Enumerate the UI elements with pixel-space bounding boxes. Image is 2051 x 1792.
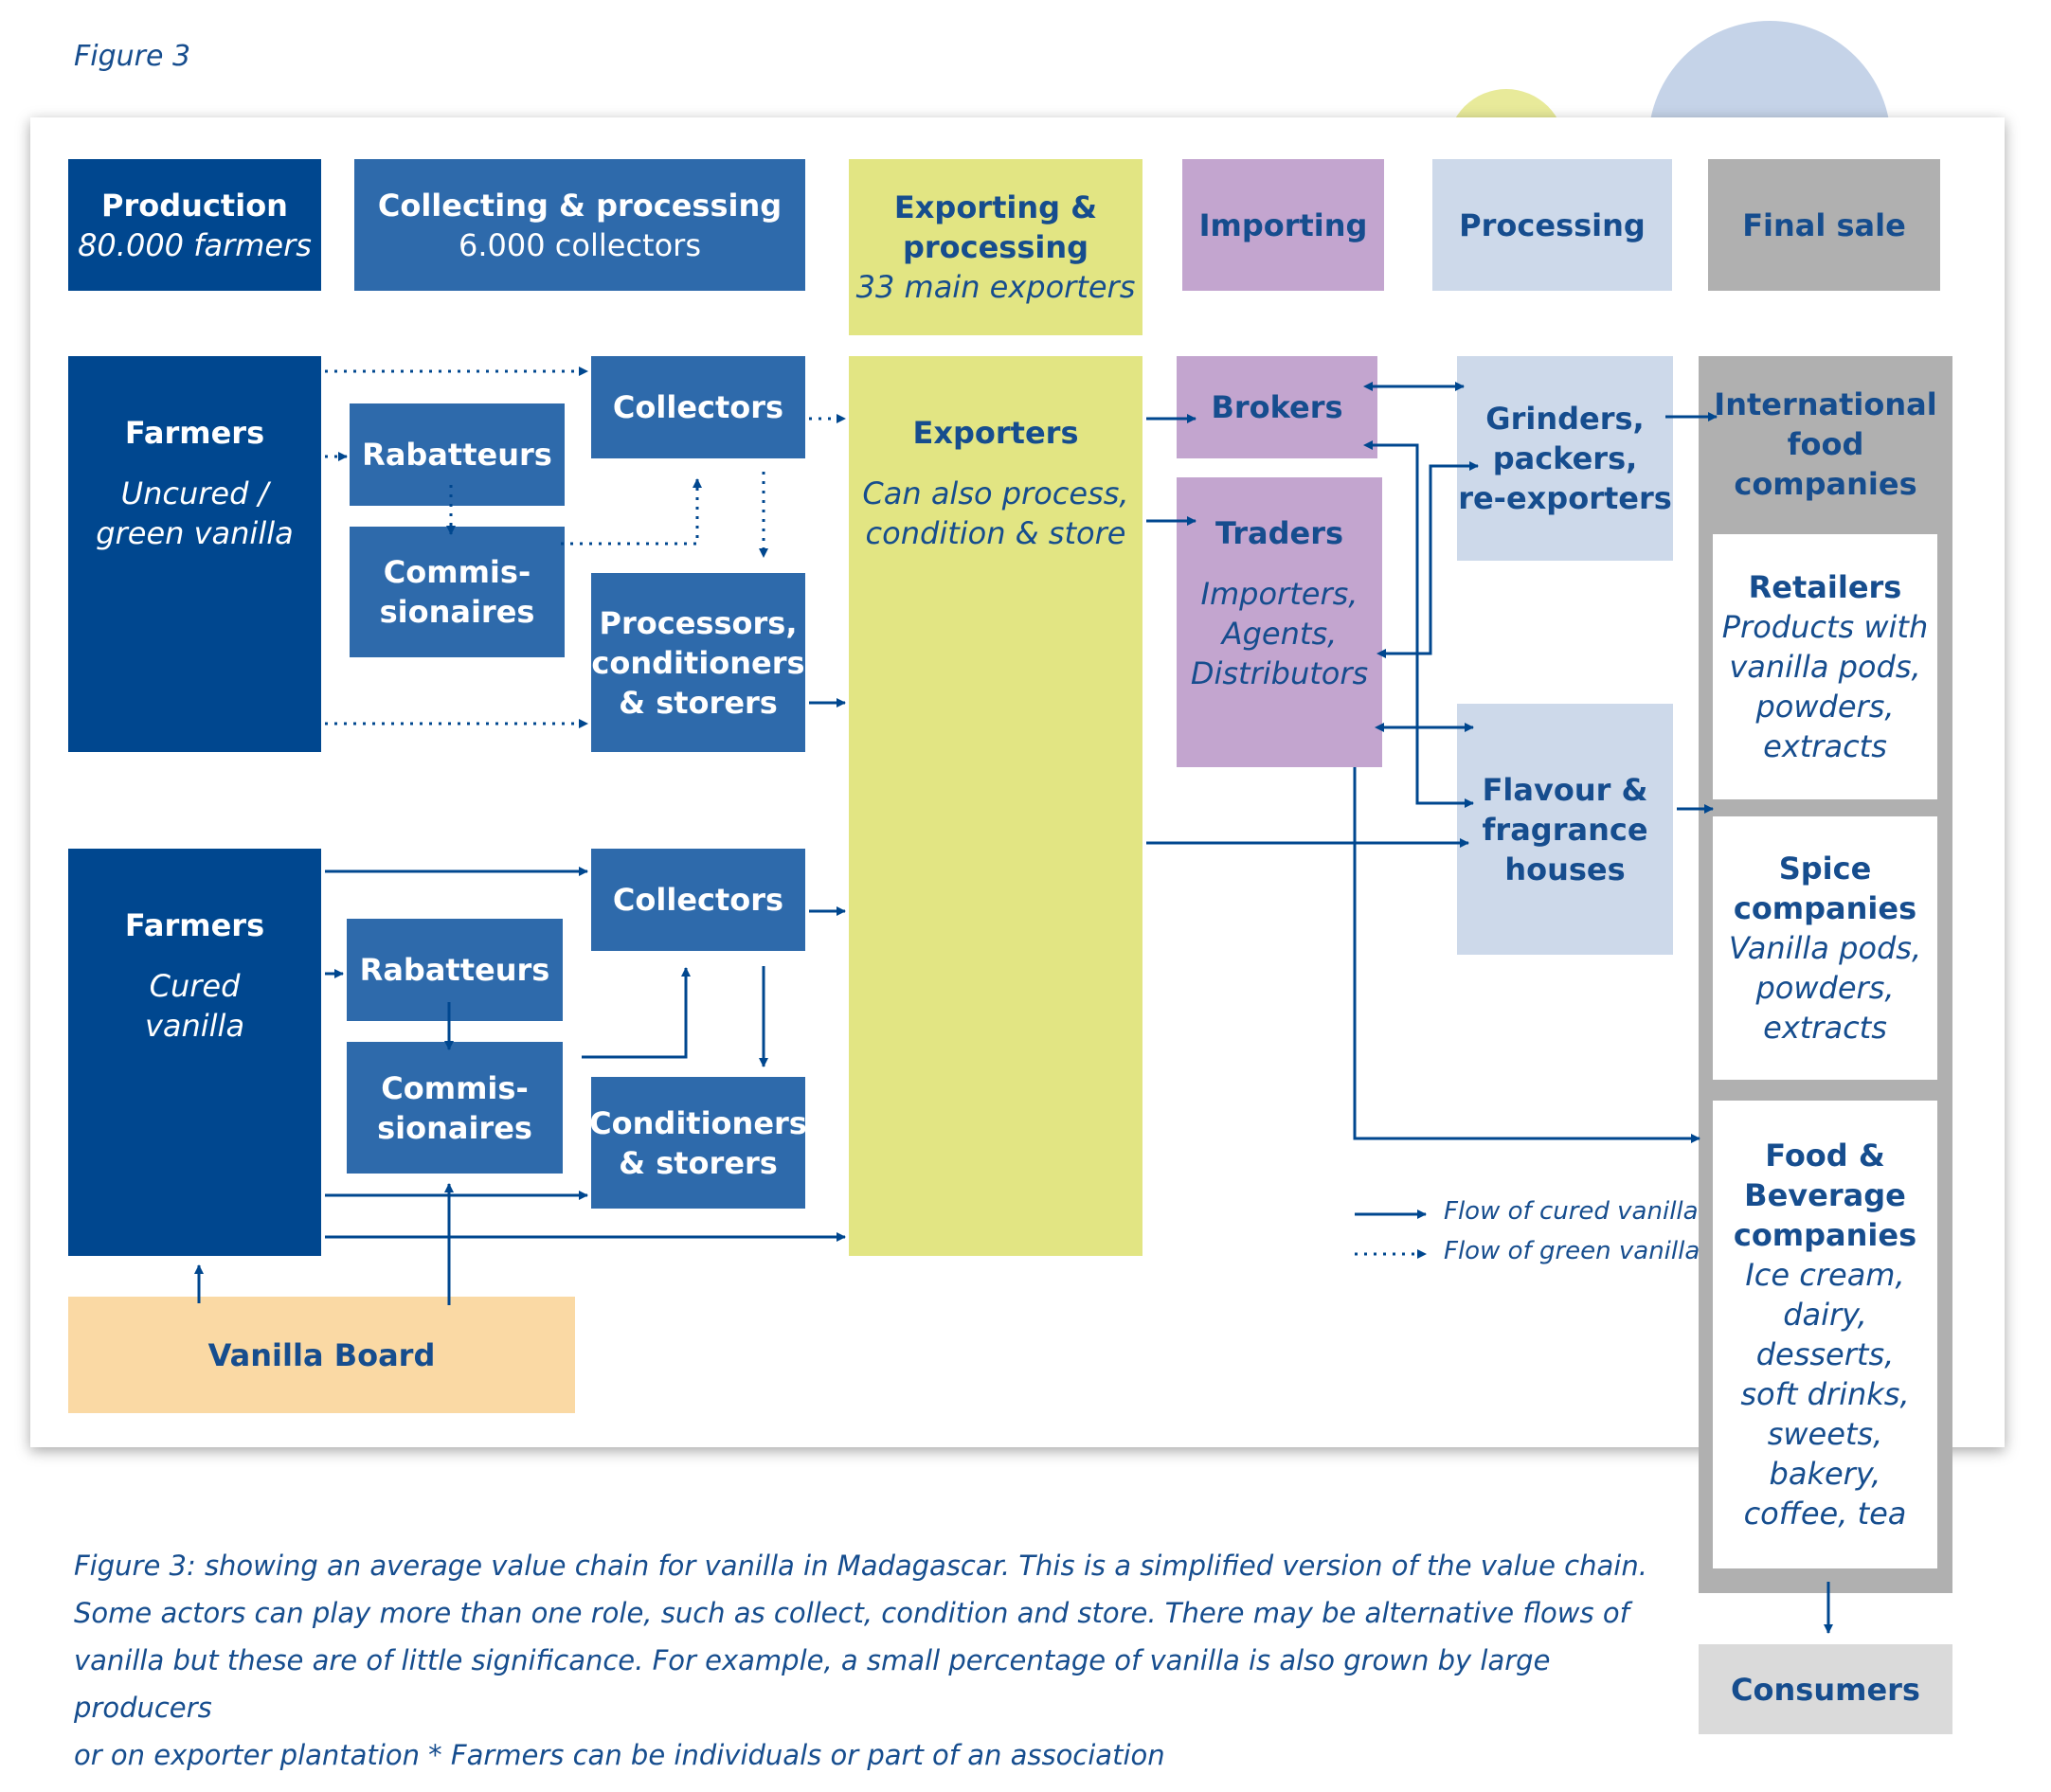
- traders: Traders Importers, Agents, Distributors: [1177, 477, 1382, 767]
- header-final-sale: Final sale: [1708, 159, 1940, 291]
- consumers: Consumers: [1699, 1644, 1952, 1734]
- farmers-green: Farmers Uncured / green vanilla: [68, 356, 321, 752]
- legend-cured-label: Flow of cured vanilla: [1444, 1197, 1699, 1226]
- international-food: International food companies: [1714, 386, 1937, 502]
- arrow-brokers-flavour: [1363, 440, 1474, 808]
- arrow-commissionaires-to-collectors-green: [561, 478, 702, 546]
- food-beverage-companies: Food & Beverage companies Ice cream, dai…: [1713, 1101, 1937, 1568]
- flavour-houses: Flavour & fragrance houses: [1457, 704, 1673, 955]
- legend-green-label: Flow of green vanilla: [1444, 1237, 1700, 1265]
- rabatteurs-cured: Rabatteurs: [347, 919, 563, 1021]
- cured-flow-arrows: [194, 382, 1833, 1634]
- processors-green: Processors, conditioners & storers: [591, 573, 805, 752]
- commissionaires-green: Commis- sionaires: [350, 527, 565, 657]
- arrow-commissionaires-to-collectors-cured: [582, 967, 691, 1059]
- header-collecting: Collecting & processing 6.000 collectors: [354, 159, 805, 291]
- vanilla-board: Vanilla Board: [68, 1297, 575, 1413]
- header-importing: Importing: [1182, 159, 1384, 291]
- header-processing: Processing: [1432, 159, 1672, 291]
- collectors-cured: Collectors: [591, 849, 805, 951]
- grinders: Grinders, packers, re-exporters: [1457, 356, 1673, 561]
- rabatteurs-green: Rabatteurs: [350, 403, 565, 506]
- retailers: Retailers Products with vanilla pods, po…: [1713, 534, 1937, 799]
- brokers: Brokers: [1177, 356, 1377, 458]
- collectors-green: Collectors: [591, 356, 805, 458]
- header-production: Production 80.000 farmers: [68, 159, 321, 291]
- conditioners-cured: Conditioners & storers: [589, 1077, 807, 1209]
- green-flow-arrows: [325, 367, 1427, 1259]
- figure-label: Figure 3: [74, 40, 191, 73]
- arrow-traders-to-food-beverage: [1353, 767, 1700, 1143]
- figure-caption: Figure 3: showing an average value chain…: [74, 1550, 1647, 1771]
- exporters: Exporters Can also process, condition & …: [849, 356, 1142, 1256]
- header-exporting: Exporting & processing 33 main exporters: [849, 159, 1142, 335]
- spice-companies: Spice companies Vanilla pods, powders, e…: [1713, 816, 1937, 1080]
- arrow-traders-grinders: [1376, 461, 1479, 658]
- commissionaires-cured: Commis- sionaires: [347, 1042, 563, 1174]
- farmers-cured: Farmers Cured vanilla: [68, 849, 321, 1256]
